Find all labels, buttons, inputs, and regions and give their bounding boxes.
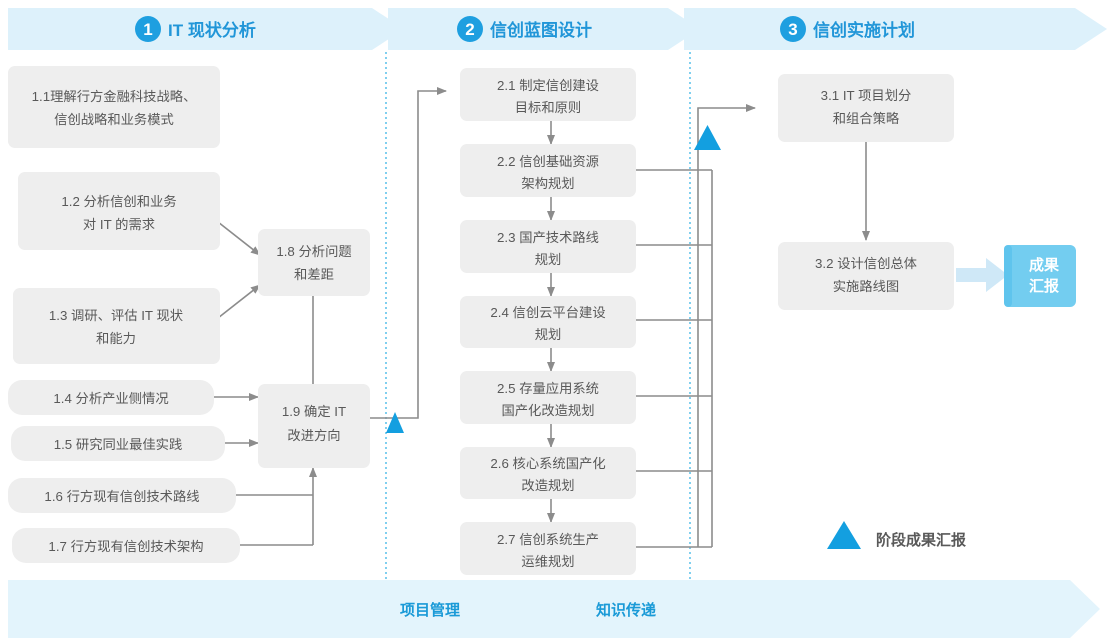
node-1-5-label: 1.5 研究同业最佳实践 [54, 437, 183, 452]
node-2-5-line-2: 国产化改造规划 [501, 403, 594, 418]
node-3-1-line-1: 3.1 IT 项目划分 [821, 88, 912, 103]
node-1-9-line-2: 改进方向 [287, 428, 340, 443]
legend-label: 阶段成果汇报 [876, 531, 966, 549]
node-1-1-line-1: 1.1理解行方金融科技战略、 [32, 89, 197, 104]
phase-3-label: 信创实施计划 [813, 20, 915, 40]
node-2-5-line-1: 2.5 存量应用系统 [497, 381, 599, 396]
node-2-3[interactable]: 2.3 国产技术路线 规划 [460, 220, 636, 273]
result-badge [1004, 245, 1076, 307]
footer-band [8, 580, 1100, 638]
node-3-1[interactable]: 3.1 IT 项目划分 和组合策略 [778, 74, 954, 142]
node-2-1[interactable]: 2.1 制定信创建设 目标和原则 [460, 68, 636, 121]
connector-1-9-to-2-1 [370, 87, 447, 419]
footer-bar: 项目管理 知识传递 [8, 580, 1100, 638]
node-1-9[interactable]: 1.9 确定 IT 改进方向 [258, 384, 370, 468]
milestone-markers [386, 125, 721, 433]
node-2-1-line-1: 2.1 制定信创建设 [497, 78, 599, 93]
node-1-2-line-1: 1.2 分析信创和业务 [61, 194, 176, 209]
node-2-6-line-2: 改造规划 [521, 478, 574, 493]
node-1-8-line-1: 1.8 分析问题 [276, 244, 351, 259]
footer-label-knowledge-transfer: 知识传递 [596, 601, 656, 619]
node-1-4-label: 1.4 分析产业侧情况 [53, 391, 168, 406]
node-3-2-line-2: 实施路线图 [833, 279, 899, 294]
node-1-6[interactable]: 1.6 行方现有信创技术路线 [8, 478, 236, 513]
node-1-7[interactable]: 1.7 行方现有信创技术架构 [12, 528, 240, 563]
node-3-2[interactable]: 3.2 设计信创总体 实施路线图 [778, 242, 954, 310]
node-2-7[interactable]: 2.7 信创系统生产 运维规划 [460, 522, 636, 575]
connector-1-3-to-1-8 [217, 284, 261, 319]
node-2-6-line-1: 2.6 核心系统国产化 [490, 456, 605, 471]
node-3-2-line-1: 3.2 设计信创总体 [815, 256, 917, 271]
node-2-7-line-1: 2.7 信创系统生产 [497, 532, 599, 547]
footer-label-project-management: 项目管理 [400, 601, 460, 619]
phase-header-band-1 [8, 8, 404, 50]
node-1-8[interactable]: 1.8 分析问题 和差距 [258, 229, 370, 296]
connectors-phase-1 [214, 87, 447, 546]
phase-header-bar: 1 2 3 IT 现状分析 信创蓝图设计 信创实施计划 [8, 8, 1107, 50]
legend-triangle-up-icon [827, 521, 861, 549]
node-1-4[interactable]: 1.4 分析产业侧情况 [8, 380, 214, 415]
result-badge-line-2: 汇报 [1029, 278, 1059, 295]
node-2-1-line-2: 目标和原则 [515, 100, 581, 115]
node-2-5[interactable]: 2.5 存量应用系统 国产化改造规划 [460, 371, 636, 424]
node-1-5[interactable]: 1.5 研究同业最佳实践 [11, 426, 225, 461]
phase-2-number: 2 [465, 20, 474, 39]
node-1-1-line-2: 信创战略和业务模式 [54, 112, 174, 127]
node-2-4-line-1: 2.4 信创云平台建设 [490, 305, 605, 320]
node-1-7-label: 1.7 行方现有信创技术架构 [48, 539, 203, 554]
node-2-2-line-2: 架构规划 [521, 176, 574, 191]
node-1-3-line-2: 和能力 [96, 331, 136, 346]
node-2-4[interactable]: 2.4 信创云平台建设 规划 [460, 296, 636, 348]
phase-3-number-circle [780, 16, 806, 42]
node-2-4-line-2: 规划 [535, 327, 562, 342]
node-1-3[interactable]: 1.3 调研、评估 IT 现状 和能力 [13, 288, 220, 364]
node-1-2-line-2: 对 IT 的需求 [83, 217, 155, 232]
node-1-8-line-2: 和差距 [294, 267, 334, 282]
node-2-6[interactable]: 2.6 核心系统国产化 改造规划 [460, 447, 636, 499]
node-2-3-line-1: 2.3 国产技术路线 [497, 230, 599, 245]
result-arrow-icon [956, 258, 1008, 292]
result-group: 成果 汇报 [956, 245, 1076, 307]
phase-1-number: 1 [143, 20, 152, 39]
node-2-3-line-2: 规划 [535, 252, 562, 267]
phase-2-number-circle [457, 16, 483, 42]
node-1-6-label: 1.6 行方现有信创技术路线 [44, 489, 199, 504]
milestone-triangle-up-icon-1 [386, 412, 404, 433]
phase-1-number-circle [135, 16, 161, 42]
connectors-phase-2-bus [636, 104, 756, 548]
phase-1-label: IT 现状分析 [168, 20, 256, 40]
milestone-triangle-up-icon-2 [694, 125, 721, 150]
result-badge-line-1: 成果 [1029, 256, 1060, 274]
legend: 阶段成果汇报 [827, 521, 966, 549]
node-1-9-line-1: 1.9 确定 IT [282, 404, 346, 419]
node-1-3-line-1: 1.3 调研、评估 IT 现状 [49, 308, 183, 323]
phase-3-boxes: 3.1 IT 项目划分 和组合策略 3.2 设计信创总体 实施路线图 [778, 74, 954, 310]
phase-3-number: 3 [788, 20, 797, 39]
phase-2-label: 信创蓝图设计 [490, 20, 592, 40]
node-2-7-line-2: 运维规划 [521, 554, 574, 569]
result-badge-accent [1004, 245, 1012, 307]
node-1-2[interactable]: 1.2 分析信创和业务 对 IT 的需求 [18, 172, 220, 250]
phase-1-boxes: 1.1理解行方金融科技战略、 信创战略和业务模式 1.2 分析信创和业务 对 I… [8, 66, 370, 563]
phase-2-boxes: 2.1 制定信创建设 目标和原则 2.2 信创基础资源 架构规划 2.3 国产技… [460, 68, 636, 575]
node-1-1[interactable]: 1.1理解行方金融科技战略、 信创战略和业务模式 [8, 66, 220, 148]
connector-1-2-to-1-8 [217, 221, 261, 256]
connector-bus-to-3-1 [697, 104, 756, 547]
node-2-2-line-1: 2.2 信创基础资源 [497, 154, 599, 169]
node-2-2[interactable]: 2.2 信创基础资源 架构规划 [460, 144, 636, 197]
node-3-1-line-2: 和组合策略 [833, 110, 900, 126]
